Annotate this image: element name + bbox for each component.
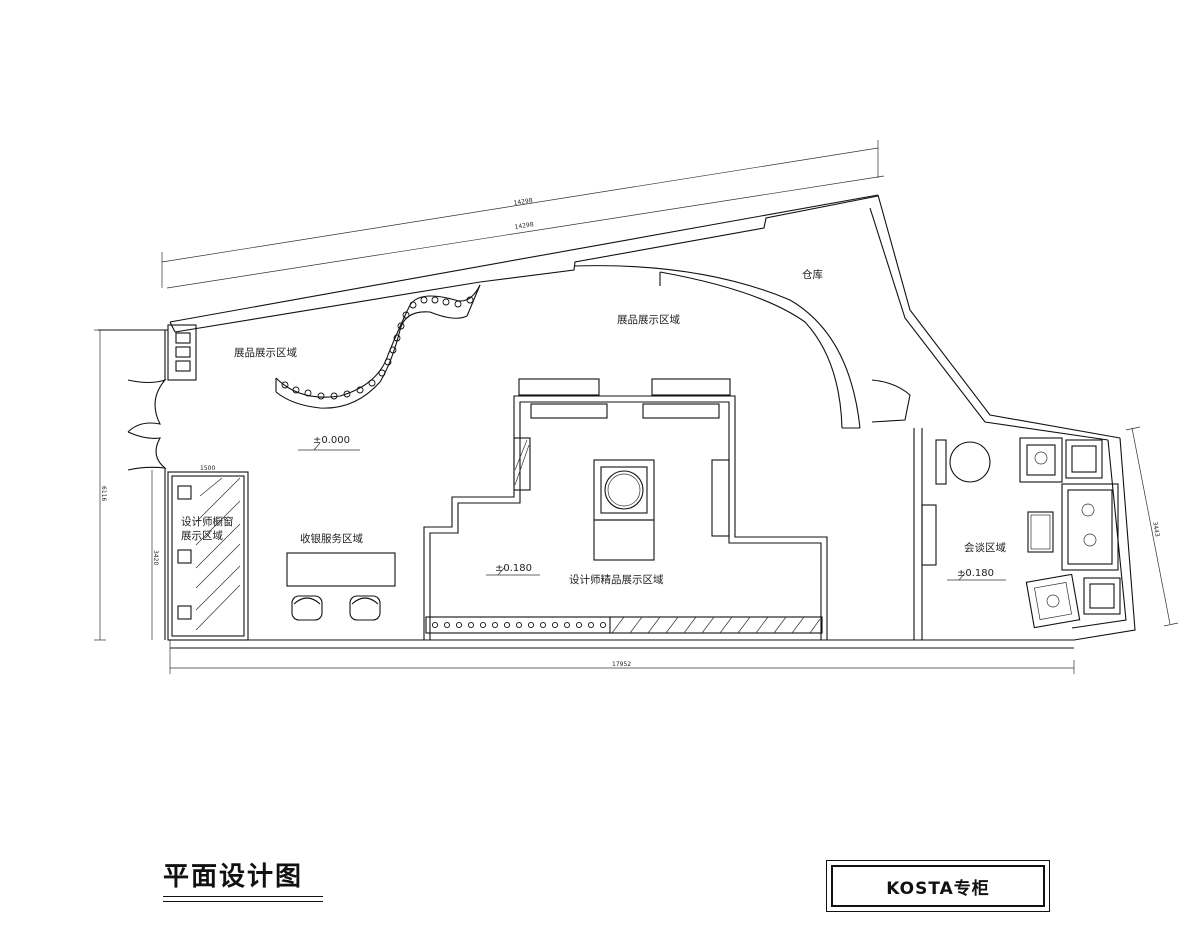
zone-label-display-left: 展品展示区域: [234, 346, 297, 359]
elevation-main: ±0.000: [313, 435, 350, 446]
elevation-marker-meeting: ±0.180: [947, 568, 1006, 581]
zone-label-display-top: 展品展示区域: [617, 313, 680, 326]
drawing-title-block: 平面设计图: [163, 856, 323, 902]
left-dimension: 6116 3420: [94, 329, 159, 641]
exterior-walls: [98, 194, 1136, 649]
brand-label-box: KOSTA专柜: [826, 860, 1050, 912]
dim-bottom: 17952: [612, 661, 631, 668]
title-underline-secondary: [163, 901, 323, 902]
title-underline: [163, 896, 323, 897]
meeting-room: [913, 428, 1121, 640]
designer-premium-platform: [423, 378, 828, 640]
dim-left-overall: 6116: [100, 486, 107, 501]
dim-window-width: 1500: [200, 465, 215, 472]
brand-label-frame: KOSTA专柜: [831, 865, 1045, 907]
drawing-title: 平面设计图: [163, 862, 304, 892]
dim-top-outer: 14298: [513, 197, 533, 207]
designer-window-display: [167, 471, 249, 641]
serpentine-display: [275, 284, 481, 409]
warehouse-wall: [573, 265, 911, 429]
storage-columns: [167, 324, 197, 381]
zone-label-window-line1: 设计师橱窗: [181, 515, 234, 528]
top-dimension-outer: 14298: [161, 140, 879, 288]
dim-left-inner: 3420: [152, 550, 159, 565]
chair-left: [291, 595, 323, 621]
zone-label-designer-premium: 设计师精品展示区域: [569, 573, 664, 586]
top-dimension-inner: 14298: [166, 175, 885, 289]
zone-label-warehouse: 仓库: [802, 268, 823, 281]
elevation-premium: ±0.180: [495, 563, 532, 574]
zone-label-window-line2: 展示区域: [181, 529, 223, 542]
dim-right-side: 3443: [1151, 521, 1161, 537]
chair-right: [349, 595, 381, 621]
dim-top-inner: 14298: [514, 221, 534, 231]
elevation-marker-premium: ±0.180: [486, 563, 540, 576]
right-dimension: 3443: [1125, 426, 1179, 627]
window-width-dimension: 1500: [170, 465, 248, 473]
brand-label: KOSTA专柜: [886, 878, 990, 899]
bottom-dimension: 17952: [169, 640, 1075, 674]
elevation-marker-main: ±0.000: [298, 435, 360, 451]
cashier-counter: [286, 552, 396, 621]
zone-label-meeting: 会谈区域: [964, 541, 1006, 554]
zone-label-cashier: 收银服务区域: [300, 532, 363, 545]
elevation-meeting: ±0.180: [957, 568, 994, 579]
